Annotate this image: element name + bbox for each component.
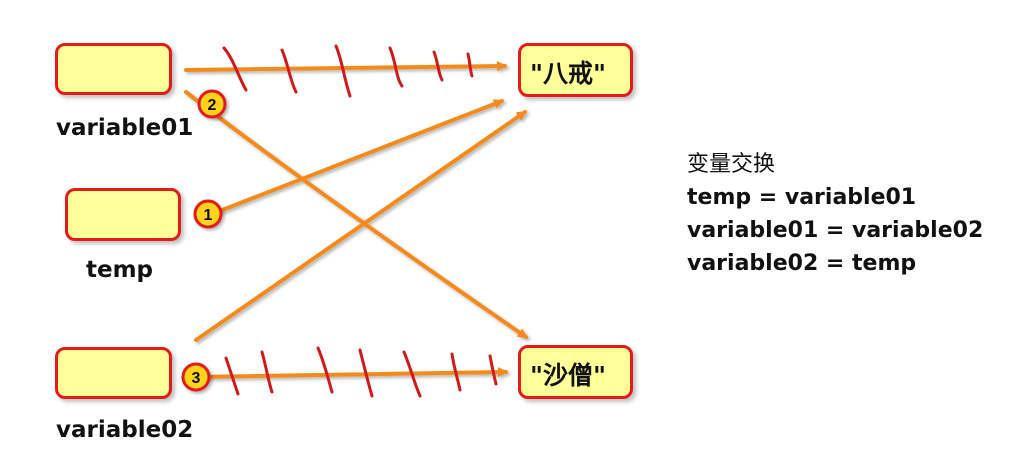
value-shaseng-text: "沙僧" <box>530 361 607 390</box>
notes-line-1: temp = variable01 <box>687 185 917 210</box>
arrow-step2-temp-to-variable02 <box>184 90 528 339</box>
step-marker-3: 3 <box>181 362 211 392</box>
step-marker-2: 2 <box>197 89 227 119</box>
step-marker-1: 1 <box>193 199 223 229</box>
variable02-box <box>55 347 172 399</box>
arrow-step1-variable01-to-temp <box>210 99 504 216</box>
strike-marks-top <box>222 44 474 98</box>
swap-notes: 变量交换 temp = variable01 variable01 = vari… <box>687 148 983 280</box>
value-shaseng-box <box>518 345 633 399</box>
step-2-number: 2 <box>208 97 217 114</box>
step-1-number: 1 <box>204 207 213 224</box>
notes-line-3: variable02 = temp <box>687 251 917 276</box>
step-3-number: 3 <box>192 370 201 387</box>
value-bajie-box <box>518 43 633 97</box>
arrow-variable01-to-bajie <box>184 61 507 72</box>
variable01-label: variable01 <box>56 115 194 141</box>
temp-label: temp <box>86 257 154 283</box>
variable01-box <box>55 43 172 95</box>
arrow-variable02-to-bajie <box>194 110 527 342</box>
variable02-label: variable02 <box>56 417 194 443</box>
temp-box <box>65 188 181 241</box>
notes-title: 变量交换 <box>687 152 776 177</box>
arrow-step3-variable02-to-shaseng <box>194 367 508 379</box>
strike-marks-bottom <box>224 346 498 398</box>
value-bajie-text: "八戒" <box>530 59 607 88</box>
notes-line-2: variable01 = variable02 <box>687 218 984 243</box>
